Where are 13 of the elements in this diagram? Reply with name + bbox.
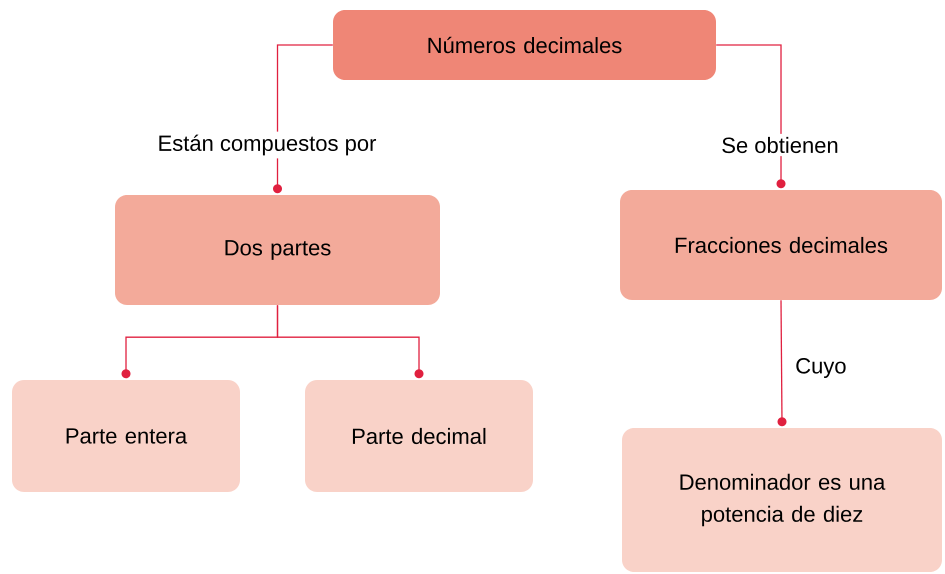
connector xyxy=(778,300,786,426)
concept-box: Dos partes xyxy=(115,195,440,305)
edge-label: Cuyo xyxy=(792,355,850,381)
concept-box: Parte entera xyxy=(12,380,240,492)
connector xyxy=(273,44,333,194)
connector xyxy=(276,305,424,378)
concept-box: Números decimales xyxy=(333,10,716,80)
concept-box: Parte decimal xyxy=(305,380,533,492)
connector xyxy=(716,44,786,188)
concept-box: Denominador es una potencia de diez xyxy=(622,428,942,572)
edge-label: Están compuestos por xyxy=(154,132,380,158)
concept-box: Fracciones decimales xyxy=(620,190,942,300)
edge-label: Se obtienen xyxy=(718,134,842,156)
